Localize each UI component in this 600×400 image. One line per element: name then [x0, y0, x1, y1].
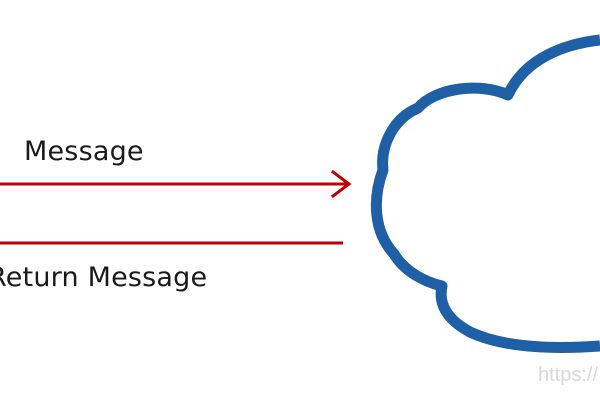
cloud-shape: [370, 34, 600, 353]
watermark-text: https://: [538, 364, 599, 386]
message-label: Message: [24, 136, 144, 167]
message-arrow-head: [330, 169, 352, 199]
return-message-label: Return Message: [0, 262, 208, 293]
